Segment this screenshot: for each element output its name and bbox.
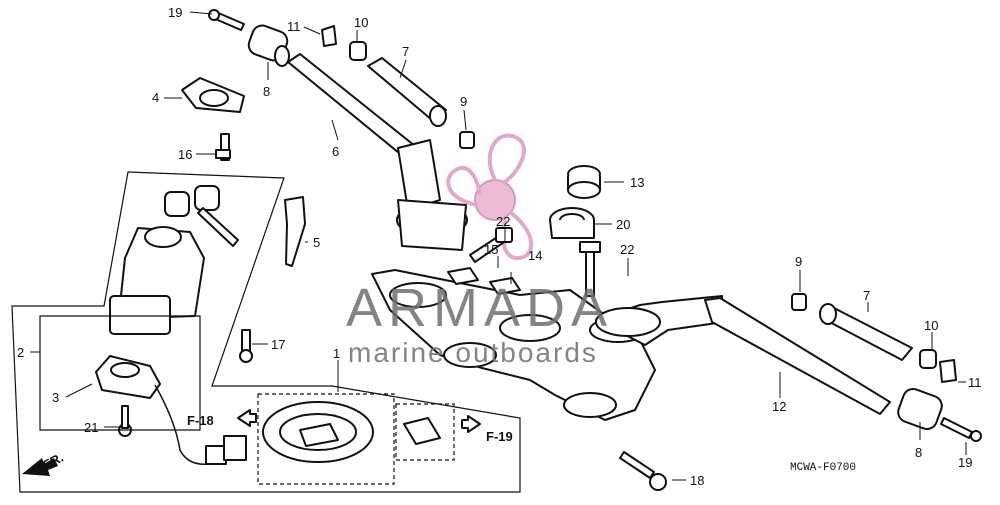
callout-21: 21	[84, 420, 98, 435]
callout-3: 3	[52, 390, 59, 405]
bolt-16	[215, 133, 231, 161]
callout-22-center: 22	[496, 214, 510, 229]
callout-8-right: 8	[915, 445, 922, 460]
screw-19-top	[208, 9, 245, 31]
callout-19-top: 19	[168, 5, 182, 20]
ref-arrow-right-icon	[461, 415, 481, 433]
cover-bolt	[403, 417, 441, 445]
callout-7-right: 7	[863, 288, 870, 303]
callout-9-top: 9	[460, 94, 467, 109]
drawing-code: MCWA-F0700	[790, 462, 856, 474]
callout-11-top: 11	[287, 19, 301, 34]
watermark-brand: ARMADA	[346, 278, 613, 338]
top-bridge	[371, 269, 656, 421]
watermark-propeller-icon	[446, 133, 534, 261]
ignition-keys	[164, 185, 306, 267]
callout-10-right: 10	[924, 318, 938, 333]
leader-lines	[30, 11, 967, 481]
switch-housing-4	[181, 77, 245, 113]
callout-13: 13	[630, 175, 644, 190]
grip-left	[247, 24, 290, 67]
callout-20: 20	[616, 217, 630, 232]
callout-1: 1	[333, 346, 340, 361]
callout-19-right: 19	[958, 455, 972, 470]
callout-14: 14	[528, 248, 542, 263]
ref-f19-label: F-19	[486, 429, 513, 444]
callout-10-top: 10	[354, 15, 368, 30]
ref-arrow-left-icon	[237, 409, 257, 427]
callout-2: 2	[17, 345, 24, 360]
bolt-22-right	[579, 241, 601, 297]
nut-9-top	[459, 131, 475, 149]
callout-9-right: 9	[795, 254, 802, 269]
callout-5: 5	[313, 235, 320, 250]
sub-kit-box	[39, 315, 201, 431]
bar-weight-7-right	[819, 303, 913, 361]
bolt-18	[619, 451, 667, 491]
watermark-tagline: marine outboards	[348, 337, 598, 368]
clip-11-right	[939, 359, 957, 383]
cover-bolt-box	[395, 403, 455, 461]
sensor-3	[95, 355, 247, 465]
collar-10-right	[919, 349, 937, 369]
grommet-20	[549, 207, 595, 239]
screw-21	[118, 405, 132, 437]
callout-7-top: 7	[402, 44, 409, 59]
callout-8-top: 8	[263, 84, 270, 99]
handlebar-left	[287, 53, 468, 251]
cover-box	[257, 393, 395, 485]
nut-9-right	[791, 293, 807, 311]
collar-10-top	[349, 41, 367, 61]
ignition-cover	[262, 401, 374, 463]
callout-18: 18	[690, 473, 704, 488]
bar-weight-7-top	[367, 57, 447, 127]
clip-11-top	[321, 25, 337, 47]
grip-right	[897, 388, 943, 430]
cap-15	[447, 267, 479, 285]
bolt-22-center	[469, 227, 513, 263]
cap-14	[489, 277, 521, 295]
screw-19-right	[940, 417, 982, 442]
callout-6: 6	[332, 144, 339, 159]
callout-12: 12	[772, 399, 786, 414]
callout-22-right: 22	[620, 242, 634, 257]
screw-17	[239, 329, 253, 363]
callout-4: 4	[152, 90, 159, 105]
callout-11-right: 11	[968, 375, 982, 390]
handlebar-right	[595, 295, 891, 415]
callout-15: 15	[484, 242, 498, 257]
ref-f18-label: F-18	[187, 413, 214, 428]
callout-16: 16	[178, 147, 192, 162]
ignition-kit-box	[11, 171, 521, 493]
callout-labels: 19 11 10 7 4 8 9 6 16 13 22 20 5 15 14 2…	[17, 5, 982, 488]
cap-13	[567, 165, 601, 199]
callout-17: 17	[271, 337, 285, 352]
ignition-switch	[109, 226, 205, 335]
front-arrow-icon	[22, 458, 58, 476]
